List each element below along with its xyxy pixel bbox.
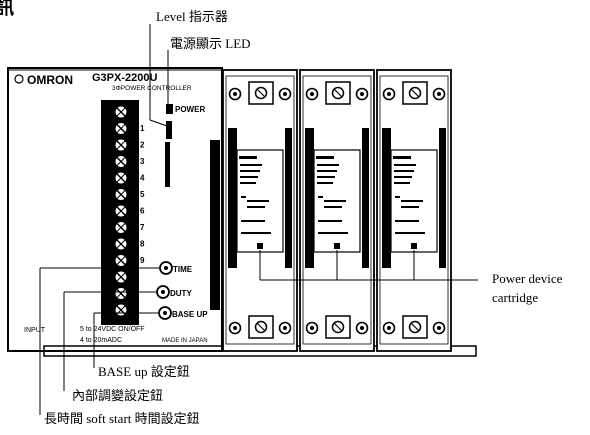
input-label: INPUT [24,327,46,334]
time-trim-pot [160,262,172,274]
terminal-screw [115,106,127,118]
terminal-screw [115,122,127,134]
level-number: 1 [140,124,145,133]
level-number: 8 [140,240,145,249]
model-subtitle: 3ΦPOWER CONTROLLER [112,85,192,92]
soft-start-annotation: 長時間 soft start 時間設定鈕 [44,411,200,427]
time-trim-label: TIME [173,265,193,274]
level-led-bar [165,142,170,187]
level-numbers: 1 2 3 4 5 6 7 8 9 [140,124,145,265]
power-led-label: POWER [175,105,205,114]
internal-adjust-annotation: 內部調變設定鈕 [72,388,163,404]
terminal-screw [115,254,127,266]
made-in-label: MADE IN JAPAN [162,338,208,344]
input-line-2: 4 to 20mADC [80,337,122,344]
terminal-screw [115,205,127,217]
terminal-screw [115,139,127,151]
level-number: 3 [140,157,145,166]
brand-text: OMRON [27,73,73,87]
brand-logo: OMRON [15,73,73,87]
power-led [166,104,173,114]
terminal-screw [115,304,127,316]
base-up-trim-pot [159,307,171,319]
level-led-top [166,121,172,139]
level-number: 6 [140,207,145,216]
duty-trim-label: DUTY [170,289,192,298]
level-number: 7 [140,223,145,232]
terminal-screw [115,172,127,184]
level-number: 9 [140,256,145,265]
level-indicator-label: Level 指示器 [156,9,228,25]
terminal-screw [115,188,127,200]
side-connector [210,140,220,310]
terminal-screw [115,238,127,250]
duty-trim-pot [157,286,169,298]
level-number: 2 [140,141,145,150]
power-device-label: Power device [492,271,562,287]
terminal-screw [115,221,127,233]
cartridge-label: cartridge [492,290,538,306]
cartridge [300,70,374,351]
cartridge [377,70,451,351]
terminal-screw [115,155,127,167]
input-line-1: 5 to 24VDC ON/OFF [80,326,145,333]
model-name: G3PX-2200U [92,72,157,84]
level-number: 4 [140,174,145,183]
terminal-screw [115,287,127,299]
base-up-annotation: BASE up 設定鈕 [98,364,190,380]
cartridge [223,70,297,351]
level-number: 5 [140,190,145,199]
power-led-annotation: 電源顯示 LED [170,36,251,52]
base-up-trim-label: BASE UP [172,310,208,319]
power-device-cartridges [223,70,451,351]
terminal-screw [115,271,127,283]
partial-heading: 訊 [0,0,14,19]
